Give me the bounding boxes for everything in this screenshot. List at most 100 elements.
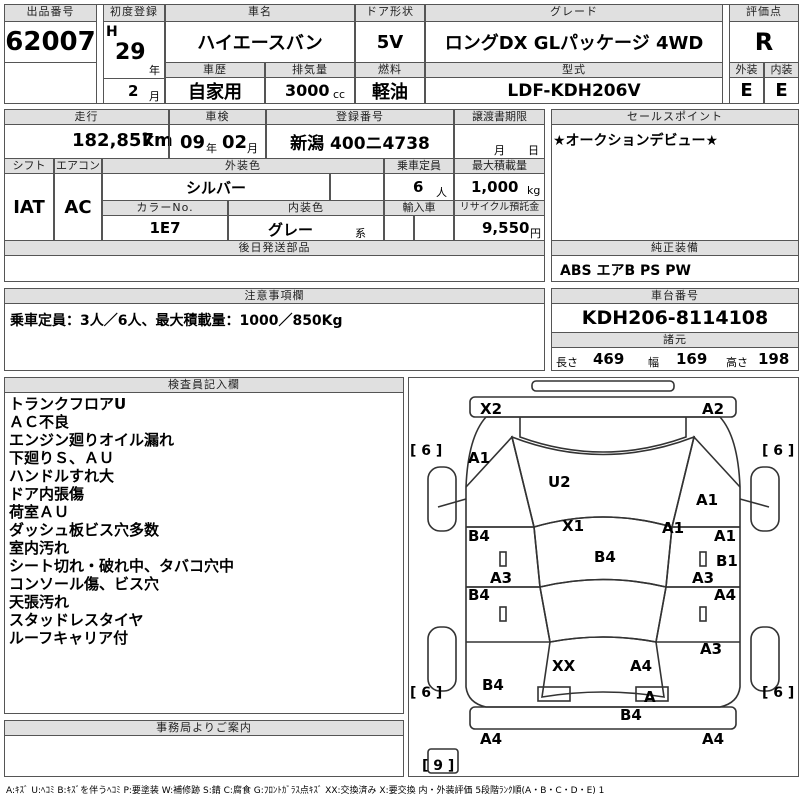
grade: ロングDX GLパッケージ 4WD: [425, 21, 723, 63]
listing-no: 62007: [4, 21, 97, 63]
ac: AC: [54, 173, 102, 241]
fuel-label: 燃料: [355, 62, 425, 78]
color-no: 1E7: [102, 215, 228, 241]
history-label: 車歴: [165, 62, 265, 78]
damage-mark: B4: [620, 706, 642, 724]
door-label: ドア形状: [355, 4, 425, 22]
height-label: 高さ: [726, 356, 748, 369]
recycle-label: リサイクル預託金: [454, 200, 545, 216]
displacement-label: 排気量: [265, 62, 355, 78]
caution-area: [4, 303, 545, 371]
damage-mark: B4: [468, 527, 490, 545]
car-diagram-frame: [408, 377, 799, 777]
damage-mark: A2: [702, 400, 724, 418]
capacity-label: 乗車定員: [384, 158, 454, 174]
damage-mark: A4: [714, 586, 736, 604]
equipment-area: [551, 255, 799, 282]
transfer-label: 譲渡書期限: [454, 109, 545, 125]
equipment-text: ABS エアB PS PW: [560, 263, 691, 279]
damage-mark: A1: [468, 449, 490, 467]
width-label: 幅: [648, 356, 659, 369]
recycle: 9,550: [482, 219, 530, 237]
damage-mark: B4: [594, 548, 616, 566]
specs-area: [551, 347, 799, 371]
mileage-label: 走行: [4, 109, 169, 125]
transfer-month-unit: 月: [494, 144, 505, 157]
first-reg-year-unit: 年: [149, 64, 160, 77]
note-line: ルーフキャリア付: [9, 629, 129, 647]
model-name: ハイエースバン: [165, 21, 355, 63]
reg-no-label: 登録番号: [266, 109, 454, 125]
damage-mark: A1: [696, 491, 718, 509]
listing-no-blank: [4, 62, 97, 104]
import-label: 輸入車: [384, 200, 454, 216]
first-reg-month-unit: 月: [149, 90, 160, 103]
shift: IAT: [4, 173, 54, 241]
note-line: コンソール傷、ビス穴: [9, 575, 160, 593]
grade-label: グレード: [425, 4, 723, 22]
transfer-day-unit: 日: [528, 144, 539, 157]
equipment-label: 純正装備: [551, 240, 799, 256]
tire-fr-label: [ 6 ]: [762, 443, 794, 459]
inspection-month-unit: 月: [247, 142, 258, 155]
ext-color: シルバー: [102, 173, 330, 201]
car-diagram: [ 6 ] [ 6 ] [ 6 ] [ 6 ] [ 9 ] X2 A2 A1 U…: [410, 380, 794, 774]
first-reg-month-cell: [103, 78, 165, 104]
int-color: グレー: [268, 221, 314, 239]
note-line: ダッシュ板ビス穴多数: [9, 521, 160, 539]
import-cell: [384, 215, 414, 241]
office-area: [4, 735, 404, 777]
note-line: 室内汚れ: [9, 539, 70, 557]
fuel: 軽油: [355, 77, 425, 104]
damage-mark: XX: [552, 657, 576, 675]
int-color-unit: 系: [355, 227, 366, 240]
damage-mark: B1: [716, 552, 738, 570]
maxload: 1,000: [471, 178, 519, 196]
damage-mark: A4: [480, 730, 502, 748]
first-reg-year: 29: [115, 40, 146, 65]
damage-mark: A4: [630, 657, 652, 675]
width: 169: [676, 350, 708, 368]
note-line: シート切れ・破れ中、タバコ穴中: [9, 557, 235, 575]
exterior-label: 外装: [729, 62, 764, 78]
damage-mark: A3: [700, 640, 722, 658]
spare-tire-label: [ 9 ]: [422, 758, 454, 774]
inspection-year-unit: 年: [206, 142, 217, 155]
note-line: 天張汚れ: [9, 593, 70, 611]
score: R: [729, 21, 799, 63]
note-line: 下廻りＳ、ＡＵ: [9, 449, 115, 467]
inspection-label: 車検: [169, 109, 266, 125]
score-label: 評価点: [729, 4, 799, 22]
sales-text: ★オークションデビュー★: [553, 133, 719, 149]
inspection-month: 02: [222, 132, 248, 153]
damage-mark: U2: [548, 473, 571, 491]
later-parts-area: [4, 255, 545, 282]
office-label: 事務局よりご案内: [4, 720, 404, 736]
int-color-label: 内装色: [228, 200, 384, 216]
capacity-unit: 人: [436, 186, 447, 199]
displacement: 3000: [285, 81, 330, 100]
first-reg-month: 2: [128, 82, 139, 100]
caution-label: 注意事項欄: [4, 288, 545, 304]
maxload-unit: kg: [527, 184, 541, 197]
exterior-grade: E: [729, 77, 764, 104]
history: 自家用: [165, 77, 265, 104]
damage-mark: B4: [482, 676, 504, 694]
displacement-cell: [265, 77, 355, 104]
recycle-unit: 円: [530, 227, 541, 240]
specs-label: 諸元: [551, 332, 799, 348]
reg-no: 新潟 400ニ4738: [266, 124, 454, 159]
note-line: エンジン廻りオイル漏れ: [9, 431, 175, 449]
damage-mark: A3: [692, 569, 714, 587]
damage-mark: X1: [562, 517, 584, 535]
tire-rr-label: [ 6 ]: [762, 685, 794, 701]
ext-color-label: 外装色: [102, 158, 384, 174]
note-line: ＡＣ不良: [9, 413, 70, 431]
damage-mark: A1: [714, 527, 736, 545]
length-label: 長さ: [556, 356, 578, 369]
color-no-label: カラーNo.: [102, 200, 228, 216]
ac-label: エアコン: [54, 158, 102, 174]
listing-no-label: 出品番号: [4, 4, 97, 22]
caution-text: 乗車定員：3人／6人、最大積載量：1000／850Kg: [10, 313, 343, 329]
inspection-year: 09: [180, 132, 206, 153]
